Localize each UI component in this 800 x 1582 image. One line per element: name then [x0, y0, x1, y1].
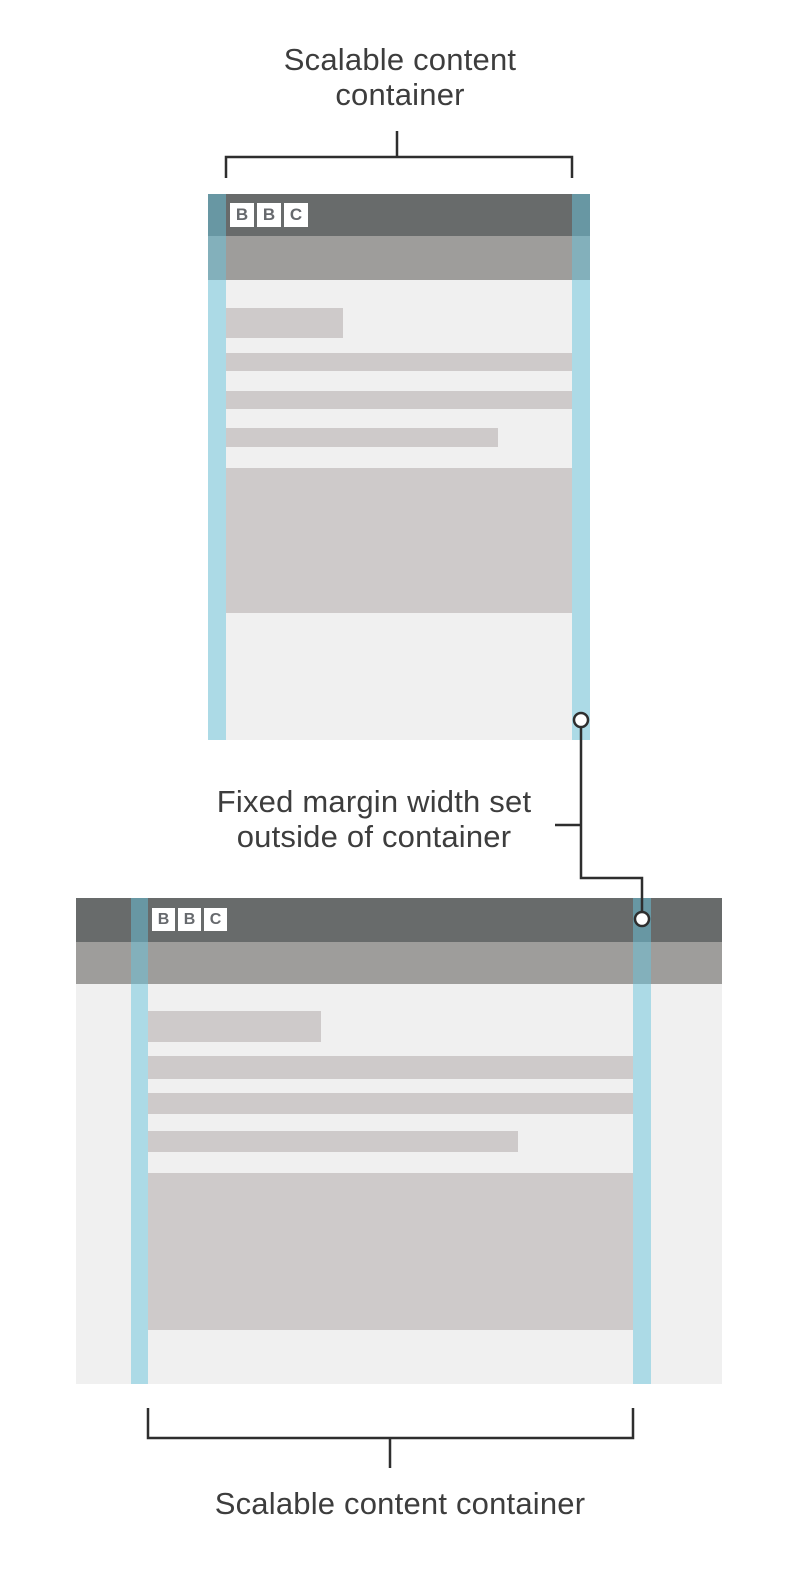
placeholder-heading — [226, 308, 343, 338]
bbc-logo: B B C — [230, 203, 308, 227]
bracket-top — [224, 131, 574, 178]
mockup-nav-bar — [208, 236, 590, 280]
label-fixed-margin: Fixed margin width set outside of contai… — [0, 784, 748, 854]
placeholder-text-line — [148, 1093, 633, 1114]
mockup-nav-bar — [76, 942, 722, 984]
browser-mockup-wide: B B C — [76, 898, 722, 1384]
placeholder-text-line — [226, 353, 572, 371]
placeholder-image — [226, 468, 572, 613]
mockup-content-area — [76, 984, 722, 1384]
fixed-margin-left — [131, 898, 148, 1384]
bbc-logo-letter: B — [257, 203, 281, 227]
placeholder-text-line — [226, 428, 498, 447]
label-scalable-container-top: Scalable content container — [0, 42, 800, 112]
label-line: Scalable content — [283, 42, 517, 77]
mockup-header-bar: B B C — [76, 898, 722, 942]
placeholder-text-line — [148, 1056, 633, 1079]
bbc-logo-letter: C — [284, 203, 308, 227]
fixed-margin-left — [208, 194, 226, 740]
bbc-logo: B B C — [152, 908, 227, 931]
placeholder-heading — [148, 1011, 321, 1042]
bbc-logo-letter: C — [204, 908, 227, 931]
label-line: outside of container — [236, 819, 512, 854]
fixed-margin-right — [572, 194, 590, 740]
bbc-logo-letter: B — [230, 203, 254, 227]
placeholder-text-line — [226, 391, 572, 409]
mockup-header-bar: B B C — [208, 194, 590, 236]
mockup-content-area — [208, 280, 590, 740]
placeholder-image — [148, 1173, 633, 1330]
fixed-margin-right — [633, 898, 651, 1384]
label-scalable-container-bottom: Scalable content container — [0, 1486, 800, 1521]
placeholder-text-line — [148, 1131, 518, 1152]
bbc-logo-letter: B — [178, 908, 201, 931]
label-line: container — [335, 77, 465, 112]
bracket-bottom — [146, 1408, 635, 1468]
bbc-logo-letter: B — [152, 908, 175, 931]
label-line: Scalable content container — [214, 1486, 586, 1521]
browser-mockup-narrow: B B C — [208, 194, 590, 740]
label-line: Fixed margin width set — [216, 784, 532, 819]
